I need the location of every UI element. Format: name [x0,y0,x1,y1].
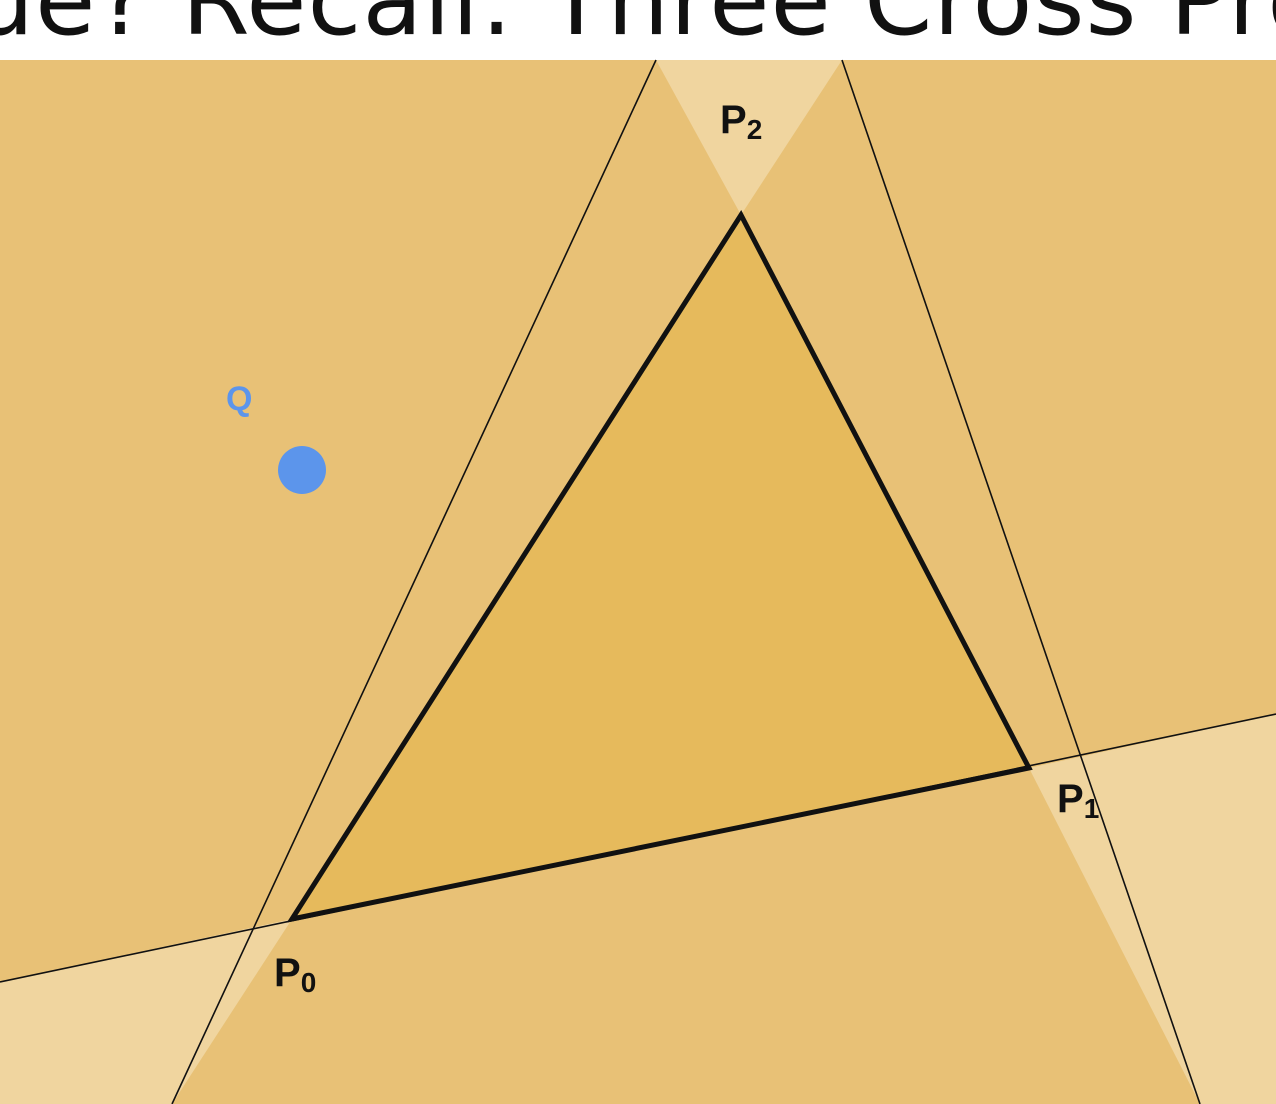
query-point-label: Q [226,380,252,418]
query-point-marker [278,446,326,494]
vertex-label-p2: P2 [720,98,762,145]
vertex-letter: P [274,951,301,995]
vertex-subscript: 2 [747,114,763,145]
vertex-label-p0: P0 [274,951,316,998]
light-region-left [0,919,292,1104]
light-region-right [1029,714,1276,1104]
edge-line-p1-p2 [841,59,1201,1104]
slide-title: ue? Recall: Three Cross Products. [0,0,1276,58]
edge-line-p0-p2 [171,59,657,1104]
vertex-label-p1: P1 [1057,777,1099,824]
vertex-subscript: 1 [1084,793,1100,824]
triangle-outline [286,210,1033,923]
diagram-panel: P2 P1 P0 Q [0,59,1276,1104]
triangle-fill [292,215,1029,919]
vertex-letter: P [720,98,747,142]
light-region-top [656,60,842,215]
vertex-letter: P [1057,777,1084,821]
vertex-subscript: 0 [301,967,317,998]
